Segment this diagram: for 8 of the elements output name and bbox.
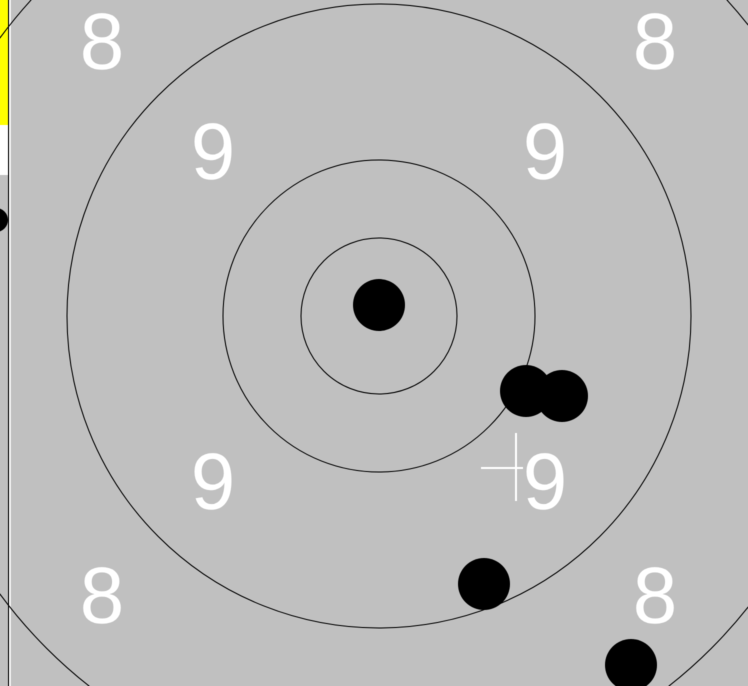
ring-number: 8 bbox=[632, 556, 678, 636]
ring-number: 9 bbox=[522, 112, 568, 192]
ring-number: 8 bbox=[80, 556, 124, 636]
ring-number: 9 bbox=[190, 112, 236, 192]
ring-number: 9 bbox=[190, 442, 236, 522]
ring-number: 8 bbox=[632, 2, 678, 82]
ring-number: 8 bbox=[80, 2, 124, 82]
ring-number: 9 bbox=[522, 442, 568, 522]
